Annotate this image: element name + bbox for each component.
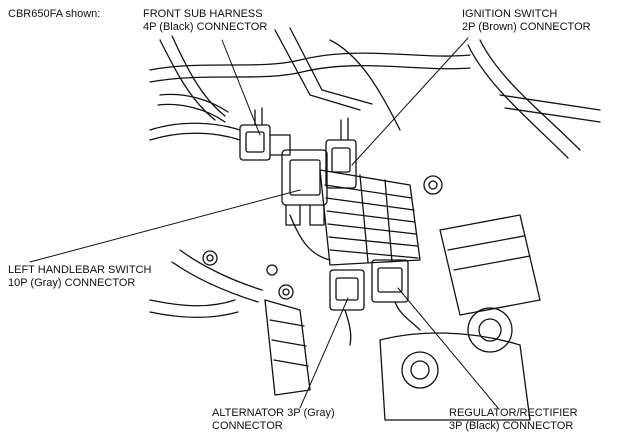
leader-ignition-switch (351, 37, 469, 166)
callout-left-handlebar-switch: LEFT HANDLEBAR SWITCH 10P (Gray) CONNECT… (8, 264, 151, 290)
callout-left-handlebar-switch-line1: LEFT HANDLEBAR SWITCH (8, 264, 152, 276)
leader-left-handlebar-switch (29, 189, 301, 263)
model-note-text: CBR650FA shown: (8, 8, 101, 20)
callout-front-sub-harness: FRONT SUB HARNESS 4P (Black) CONNECTOR (143, 8, 267, 34)
frame-tubes (149, 27, 601, 159)
callout-regulator-rectifier-line2: 3P (Black) CONNECTOR (449, 420, 574, 432)
leader-lines (29, 37, 499, 409)
leader-alternator (299, 297, 349, 409)
model-note: CBR650FA shown: (8, 8, 100, 21)
leader-front-sub-harness (221, 39, 261, 136)
callout-ignition-switch: IGNITION SWITCH 2P (Brown) CONNECTOR (462, 8, 591, 34)
engine-covers (264, 214, 541, 421)
regulator-heatsink (319, 169, 421, 266)
callout-ignition-switch-line1: IGNITION SWITCH (462, 8, 558, 20)
lower-connectors (329, 259, 421, 346)
callout-regulator-rectifier-line1: REGULATOR/RECTIFIER (449, 407, 578, 419)
callout-alternator-line2: CONNECTOR (212, 420, 283, 432)
ignition-switch-connector (325, 117, 357, 189)
leader-regulator-rectifier (397, 287, 499, 409)
callout-front-sub-harness-line2: 4P (Black) CONNECTOR (143, 21, 268, 33)
callout-front-sub-harness-line1: FRONT SUB HARNESS (143, 8, 263, 20)
bolts (202, 175, 443, 300)
callout-ignition-switch-line2: 2P (Brown) CONNECTOR (462, 21, 591, 33)
callout-alternator: ALTERNATOR 3P (Gray) CONNECTOR (212, 407, 335, 433)
wire-harness-left (149, 93, 263, 318)
left-handlebar-switch-connector (281, 149, 331, 261)
callout-alternator-line1: ALTERNATOR 3P (Gray) (212, 407, 335, 419)
callout-regulator-rectifier: REGULATOR/RECTIFIER 3P (Black) CONNECTOR (449, 407, 578, 433)
callout-left-handlebar-switch-line2: 10P (Gray) CONNECTOR (8, 277, 136, 289)
